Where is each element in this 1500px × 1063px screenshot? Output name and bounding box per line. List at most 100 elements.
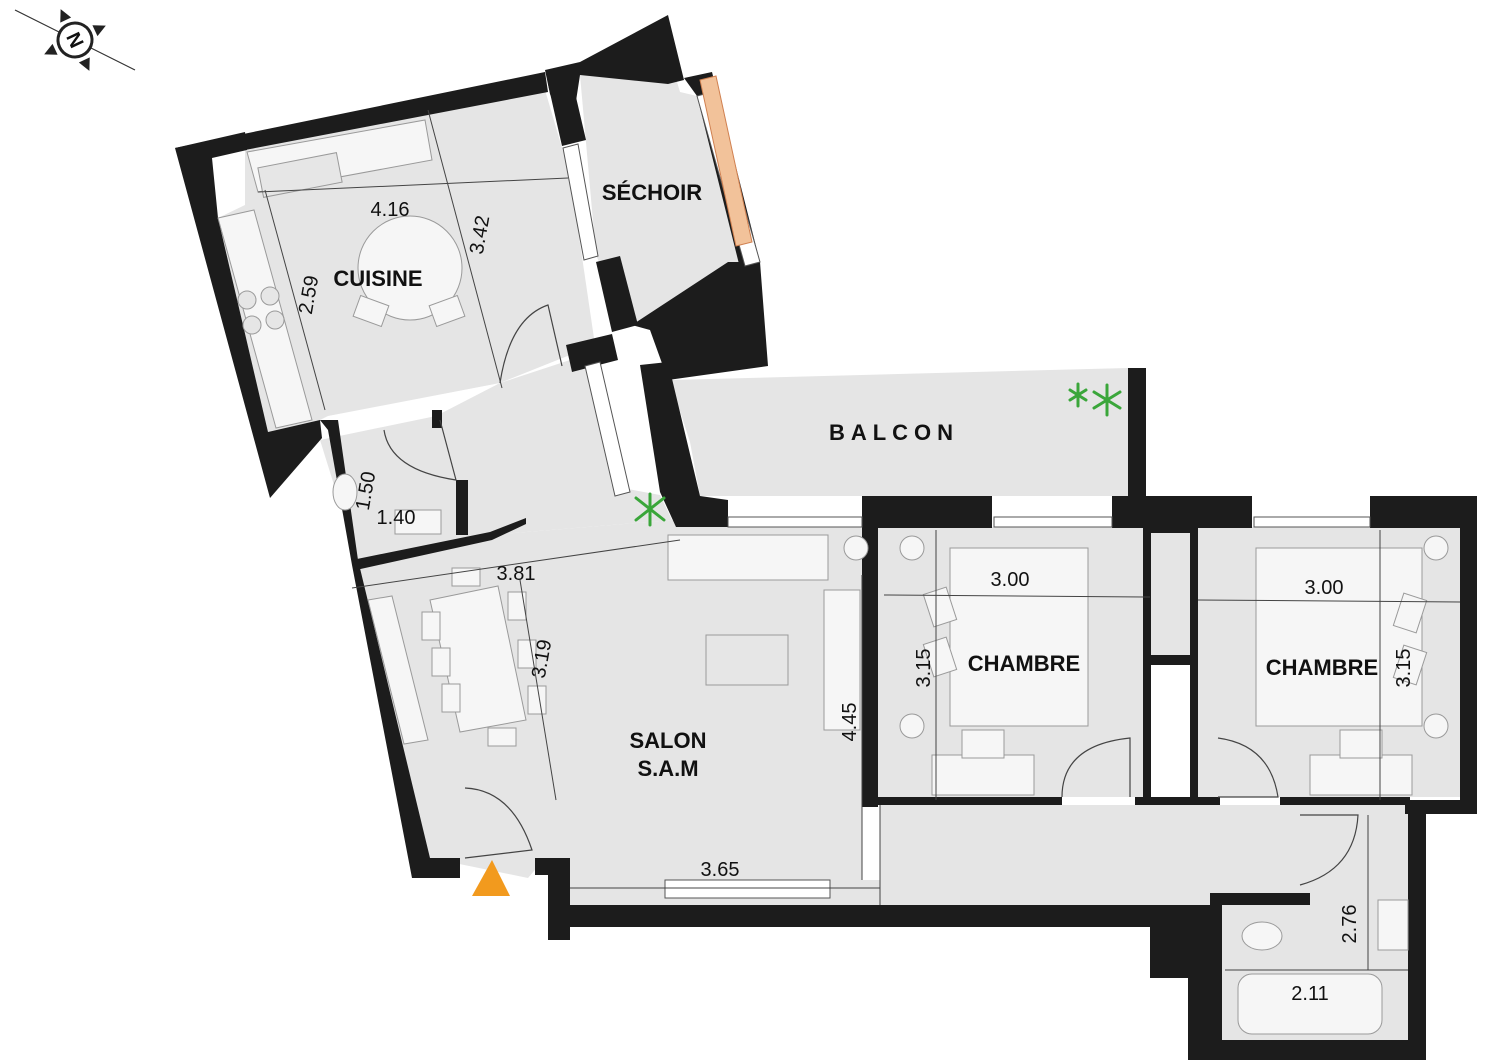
wall-ch1-bottom-b: [1135, 797, 1220, 805]
door-sdb: [1299, 814, 1359, 886]
wall-bottom-step: [1150, 905, 1190, 978]
wall-pillar-2: [596, 256, 638, 332]
wall-ch2-bottom: [1280, 797, 1410, 805]
dining-chair-8: [487, 727, 517, 747]
ch1-pillow: [922, 586, 958, 628]
label-balcon: BALCON: [829, 420, 959, 445]
label-sechoir: SÉCHOIR: [602, 180, 702, 205]
kitchen-counter-left: [217, 209, 313, 429]
kitchen-hob-2: [260, 286, 280, 306]
dim-sdb-width: 2.11: [1291, 983, 1328, 1005]
ch1-lamp-2: [899, 713, 925, 739]
wall-ch1-left: [862, 527, 878, 807]
floor-corridor: [880, 805, 1410, 905]
wall-ch1-bottom-a: [862, 797, 1062, 805]
dining-chair-7: [527, 685, 547, 715]
window-salon-sdb: [584, 361, 631, 497]
kitchen-hob-1: [237, 290, 257, 310]
dim-ch1-width: 3.00: [991, 569, 1030, 591]
label-salon-1: SALON: [630, 728, 707, 753]
wall-central: [640, 362, 728, 527]
kitchen-table: [357, 215, 463, 321]
wall-wc-right: [456, 480, 468, 535]
dimension-labels: 4.16 3.42 2.59 1.50 1.40 3.81 3.19 4.45 …: [295, 199, 1415, 1005]
ch2-bed: [1255, 547, 1423, 727]
wall-sdb-bottom: [1188, 1040, 1426, 1060]
kitchen-chair-2: [428, 294, 466, 328]
dim-sdb-height: 2.76: [1339, 905, 1361, 944]
sdb-sink: [1377, 899, 1409, 951]
window-ch1: [993, 516, 1113, 528]
wall-sdb-top: [1210, 893, 1310, 905]
wall-wc-bottom: [352, 518, 526, 570]
kitchen-hob-4: [265, 310, 285, 330]
sdb-bathtub: [1237, 973, 1383, 1035]
ch2-lamp-2: [1423, 713, 1449, 739]
ch2-chair: [1339, 729, 1383, 759]
salon-sofa-side: [823, 589, 861, 731]
plants: [634, 382, 1122, 527]
doors: [383, 304, 1359, 886]
wall-right-outer: [1460, 496, 1477, 806]
wall-top-cap: [545, 15, 684, 140]
dining-chair-2: [421, 611, 441, 641]
salon-lamp: [843, 535, 869, 561]
wall-bed-top-3: [1370, 496, 1477, 528]
window-ch2: [1253, 516, 1371, 528]
wall-sdb-left: [1188, 905, 1222, 1060]
wall-bottom: [548, 905, 1208, 927]
wc-sink: [394, 509, 442, 535]
label-salon-2: S.A.M: [637, 756, 698, 781]
door-ch1: [1061, 737, 1131, 798]
label-chambre-2: CHAMBRE: [1266, 655, 1378, 680]
wall-bed-top-2: [1112, 496, 1252, 528]
ch1-lamp-1: [899, 535, 925, 561]
kitchen-chair-1: [352, 294, 390, 328]
door-entry: [464, 787, 533, 859]
salon-coffee-table: [705, 634, 789, 686]
furniture: [217, 119, 1449, 1035]
floor-balcon: [670, 368, 1128, 496]
entrance-arrow-icon: [472, 860, 510, 896]
kitchen-hob-3: [242, 315, 262, 335]
label-cuisine: CUISINE: [333, 266, 422, 291]
wall-sechoir-bottom: [632, 262, 768, 380]
ch1-pillow-2: [922, 636, 958, 678]
door-wc: [383, 419, 457, 481]
wall-kitchen-br: [566, 334, 618, 372]
dim-ch1-depth: 3.15: [913, 649, 935, 688]
ch2-pillow: [1392, 592, 1428, 634]
plant-icon: [1068, 382, 1122, 417]
dining-chair-5: [507, 591, 527, 621]
dim-cuisine-width: 4.16: [371, 199, 410, 221]
dining-chair-4: [441, 683, 461, 713]
sdb-toilet: [1241, 921, 1283, 951]
door-kitchen: [499, 304, 563, 384]
window-kitchen: [562, 143, 599, 261]
wall-kitchen-top: [175, 72, 548, 150]
wall-bed-top-1: [862, 496, 992, 528]
salon-sofa: [667, 534, 829, 581]
wall-pillar-1: [548, 80, 586, 146]
ch2-lamp-1: [1423, 535, 1449, 561]
wall-entry-right: [535, 858, 570, 940]
room-labels: CUISINE SÉCHOIR BALCON CHAMBRE CHAMBRE S…: [333, 180, 1378, 781]
door-ch2: [1217, 737, 1279, 798]
dining-chair-1: [451, 567, 481, 587]
plant-icon-2: [634, 492, 666, 527]
dim-salon-top: 3.81: [497, 563, 536, 585]
dim-ch2-depth: 3.15: [1393, 649, 1415, 688]
floor-placard: [1150, 530, 1195, 655]
wall-placard-top: [1143, 527, 1198, 533]
label-chambre-1: CHAMBRE: [968, 651, 1080, 676]
dim-ch2-width: 3.00: [1305, 577, 1344, 599]
wall-between-bed: [1143, 527, 1151, 802]
dining-chair-3: [431, 647, 451, 677]
dim-salon-side: 4.45: [839, 703, 861, 742]
sechoir-rack: [699, 75, 753, 247]
wall-balcon-right: [1128, 368, 1146, 498]
ch2-desk: [1309, 754, 1413, 796]
wall-between-bed-2: [1190, 527, 1198, 802]
dim-salon-bottom: 3.65: [701, 859, 740, 881]
